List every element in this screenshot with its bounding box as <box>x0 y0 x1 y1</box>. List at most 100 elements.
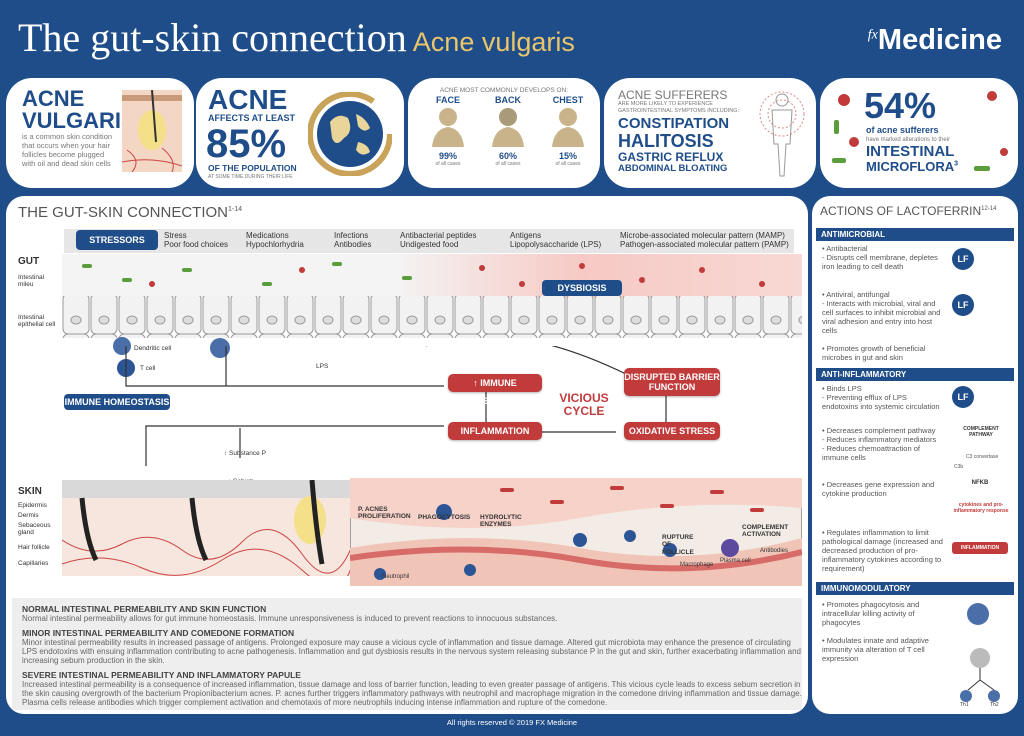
brand-logo[interactable]: fxMedicine <box>867 24 1002 56</box>
nfkb-label: NFKB <box>971 480 989 486</box>
regulates-bullet: • Regulates inflammation to limit pathol… <box>822 528 943 573</box>
inflammation-badge: INFLAMMATION <box>952 542 1008 554</box>
explanation-box: NORMAL INTESTINAL PERMEABILITY AND SKIN … <box>12 598 802 710</box>
plasma-label: Plasma cell <box>720 558 751 564</box>
gut-label: GUT <box>18 256 40 267</box>
complement-pathway-label: COMPLEMENT PATHWAY <box>963 426 999 438</box>
card-body-areas: ACNE MOST COMMONLY DEVELOPS ON: FACE 99%… <box>408 78 600 188</box>
area-label: BACK <box>495 95 521 105</box>
minor-section: MINOR INTESTINAL PERMEABILITY AND COMEDO… <box>22 628 804 666</box>
c3-convertase-label: C3 convertase <box>966 454 999 460</box>
gut-illustration <box>62 254 802 338</box>
globe-icon <box>308 92 392 176</box>
vicious-cycle-label: VICIOUS CYCLE <box>559 391 609 419</box>
beneficial-bullet: • Promotes growth of beneficial microbes… <box>822 344 926 362</box>
card-population: ACNE AFFECTS AT LEAST 85% OF THE POPULAT… <box>196 78 404 188</box>
symptom-halitosis: HALITOSIS <box>618 131 714 151</box>
area-label: CHEST <box>552 95 584 105</box>
immune-diagram-icon <box>960 603 1000 702</box>
substance-p-label: ↑ Substance P <box>224 450 266 457</box>
area-sub: of all cases <box>435 161 461 167</box>
section-body: Minor intestinal permeability results in… <box>22 638 801 666</box>
normal-section: NORMAL INTESTINAL PERMEABILITY AND SKIN … <box>22 604 804 623</box>
immune-homeostasis-box: IMMUNE HOMEOSTASIS <box>64 394 170 410</box>
acne-heading: ACNE <box>208 84 288 115</box>
sufferers-text: ACNE SUFFERERS <box>618 88 728 102</box>
heading-sup: 12-14 <box>981 206 997 212</box>
lactoferrin-panel: ACTIONS OF LACTOFERRIN12-14 ANTIMICROBIA… <box>812 196 1018 714</box>
acne-vulgaris-text: is a common skin condition that occurs w… <box>22 132 113 168</box>
area-percent: 15% <box>558 151 577 161</box>
severe-section: SEVERE INTESTINAL PERMEABILITY AND INFLA… <box>22 670 804 708</box>
chest-figure-icon <box>552 108 584 147</box>
population-text: OF THE POPULATION <box>208 163 297 173</box>
skin-layer-label: Sebaceous gland <box>18 522 51 537</box>
population-percent: 85% <box>206 122 287 166</box>
hair-follicle-illustration <box>122 90 182 172</box>
card-gi-symptoms: ACNE SUFFERERS ARE MORE LIKELY TO EXPERI… <box>604 78 816 188</box>
microflora-percent: 54% <box>864 85 937 126</box>
inflammation-box: INFLAMMATION <box>448 422 542 440</box>
rupture-label: RUPTURE OF FOLLICLE <box>662 534 694 556</box>
binds-lps-bullet: • Binds LPS - Preventing efflux of LPS e… <box>822 384 940 411</box>
gut-skin-panel: THE GUT-SKIN CONNECTION1-14 STRESSORS St… <box>6 196 808 714</box>
body-outline-icon <box>759 91 805 177</box>
gene-expression-bullet: • Decreases gene expression and cytokine… <box>822 480 935 498</box>
epithelial-label: Intestinal epithelial cell <box>18 314 56 329</box>
skin-layer-label: Epidermis <box>18 502 47 509</box>
immunomodulatory-section: IMMUNOMODULATORY <box>816 582 1014 595</box>
phagocytosis-label: PHAGOCYTOSIS <box>418 514 471 521</box>
area-percent: 99% <box>438 151 457 161</box>
card-acne-vulgaris: ACNE VULGARIS is a common skin condition… <box>6 78 194 188</box>
stressors-box: STRESSORS <box>76 230 158 250</box>
microbes-illustration <box>832 91 1008 171</box>
heading-sup: 1-14 <box>228 206 243 213</box>
antiviral-bullet: • Antiviral, antifungal - Interacts with… <box>822 290 941 335</box>
antimicrobial-section: ANTIMICROBIAL <box>816 228 1014 241</box>
area-back: BACK 60% of all cases <box>482 96 534 167</box>
th2-label: Th2 <box>990 702 999 708</box>
alterations-text: have marked alterations to their <box>866 137 951 143</box>
lf-icon: LF <box>952 386 974 408</box>
more-likely-text: ARE MORE LIKELY TO EXPERIENCE <box>618 101 713 107</box>
complement-label: COMPLEMENT ACTIVATION <box>742 524 789 539</box>
intestinal-text: INTESTINAL <box>866 143 955 160</box>
area-percent: 60% <box>498 151 517 161</box>
area-sub: of all cases <box>555 161 581 167</box>
skin-label: SKIN <box>18 486 42 497</box>
hydrolytic-label: HYDROLYTIC ENZYMES <box>480 514 522 529</box>
dysbiosis-box: DYSBIOSIS <box>542 280 622 296</box>
acne-vulgaris-heading: ACNE VULGARIS <box>22 86 136 133</box>
microflora-text: MICROFLORA3 <box>866 159 959 174</box>
p-acnes-label: P. ACNES PROLIFERATION <box>358 506 411 521</box>
oxidative-stress-box: OXIDATIVE STRESS <box>624 422 720 440</box>
skin-layer-label: Dermis <box>18 512 39 519</box>
symptom-bloating: ABDOMINAL BLOATING <box>618 163 728 174</box>
gi-symptoms-text: GASTROINTESTINAL SYMPTOMS INCLUDING: <box>618 108 740 114</box>
tcell-label: T cell <box>140 365 156 372</box>
macrophage-label: Macrophage <box>680 562 714 568</box>
section-body: Increased intestinal permeability is a c… <box>22 680 802 708</box>
stressor-col-6: Microbe-associated molecular pattern (MA… <box>620 231 789 250</box>
mileu-label: Intestinal mileu <box>18 274 45 289</box>
develops-on-title: ACNE MOST COMMONLY DEVELOPS ON: <box>439 87 569 94</box>
vicious-cycle-arrows <box>125 346 667 466</box>
stressor-bar <box>64 229 794 253</box>
section-heading: SEVERE INTESTINAL PERMEABILITY AND INFLA… <box>22 670 301 680</box>
face-figure-icon <box>432 108 464 147</box>
th1-label: Th1 <box>960 702 969 708</box>
footer-copyright: All rights reserved © 2019 FX Medicine <box>446 718 578 727</box>
modulates-bullet: • Modulates innate and adaptive immunity… <box>822 636 929 663</box>
area-label: FACE <box>435 95 460 105</box>
section-heading: NORMAL INTESTINAL PERMEABILITY AND SKIN … <box>22 604 267 614</box>
nfkb-sub-label: cytokines and pro-inflammatory response <box>953 502 1009 514</box>
body-areas: FACE 99% of all cases BACK 60% of all ca… <box>422 96 594 167</box>
immune-cells <box>113 337 230 377</box>
area-chest: CHEST 15% of all cases <box>542 96 594 167</box>
neutrophil-label: Neutrophil <box>382 574 410 580</box>
